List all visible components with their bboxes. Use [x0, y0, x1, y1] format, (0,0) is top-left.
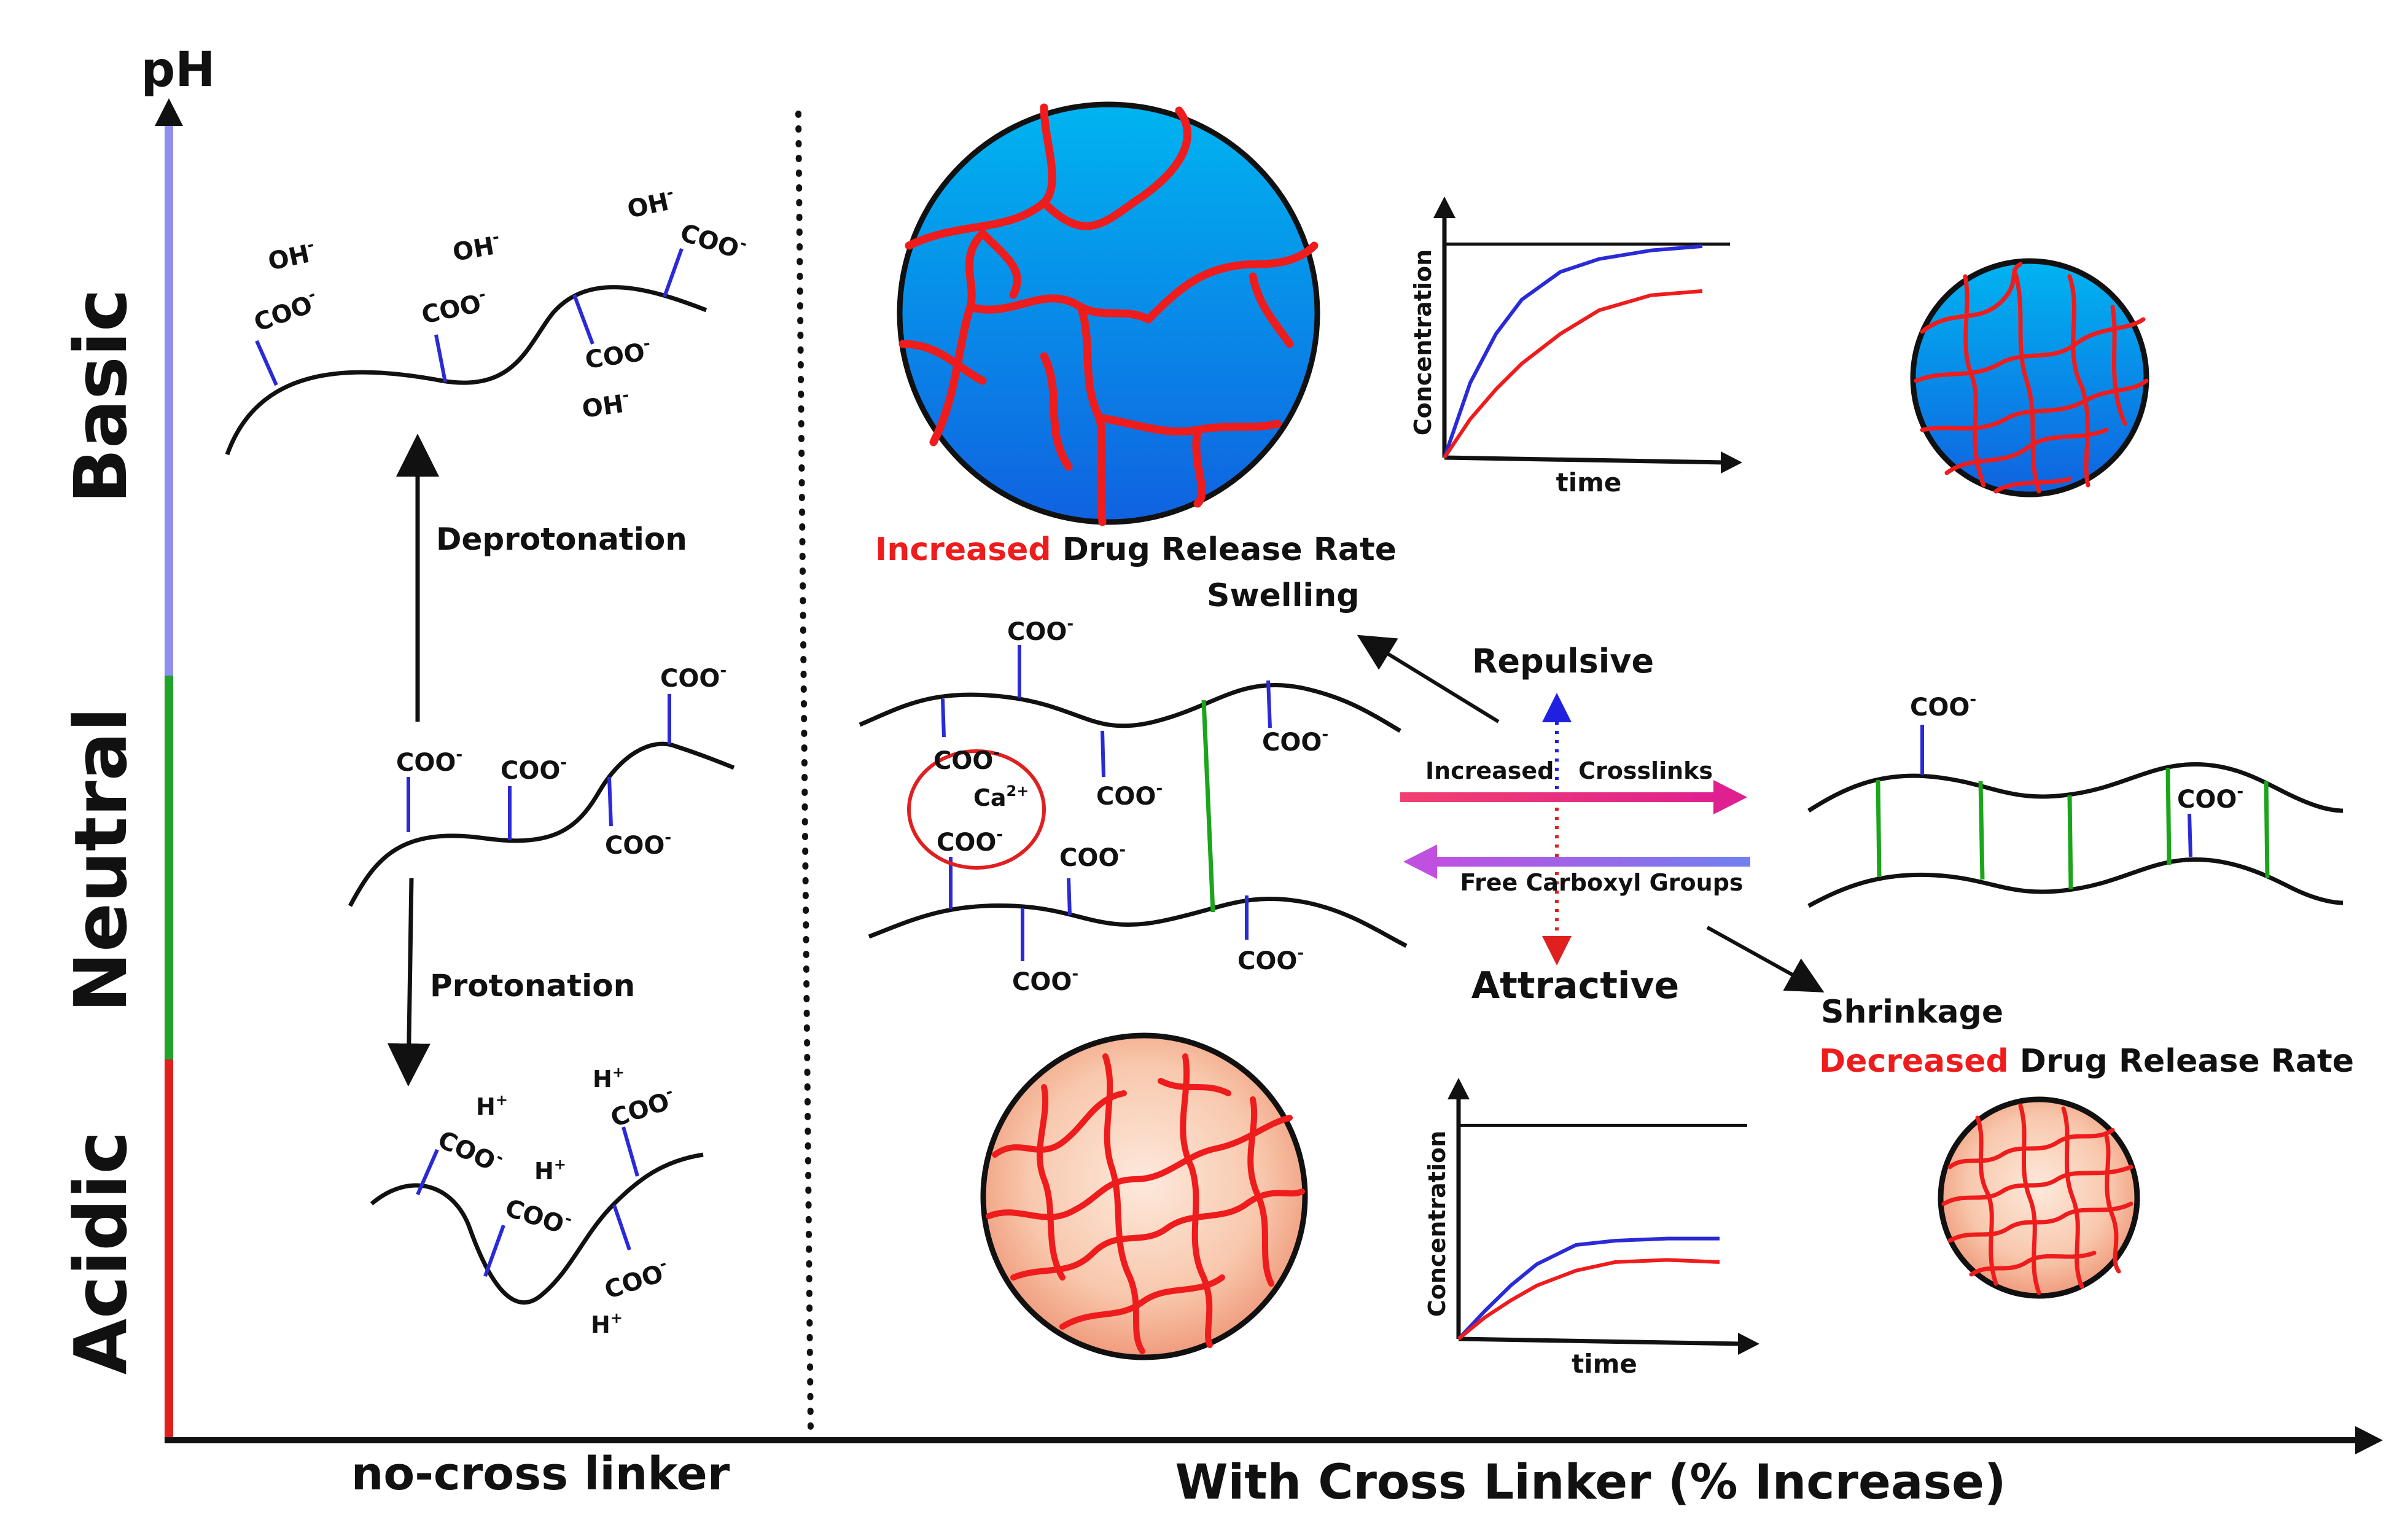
free-carboxyl-arrow-shaft	[1431, 857, 1750, 867]
coo-label: COO-	[1910, 690, 1976, 722]
x-label-no-cross-linker: no-cross linker	[351, 1448, 730, 1500]
graph-series-curve	[1457, 1236, 1720, 1341]
graph-x-axis	[1444, 455, 1724, 465]
graph-x-arrowhead	[1738, 1333, 1759, 1355]
coo-label: COO-	[434, 1123, 507, 1179]
swollen-hydrogel-large	[897, 101, 1320, 526]
graph-series-curve	[1457, 1258, 1720, 1341]
coo-label: COO-	[933, 744, 1000, 775]
swelling-label: Swelling	[1207, 577, 1359, 614]
crosslinked-chains-right	[1807, 725, 2344, 908]
protonation-arrow	[387, 878, 431, 1086]
x-axis-arrowhead	[2355, 1426, 2383, 1454]
attractive-label: Attractive	[1471, 964, 1680, 1007]
coo-label: COO-	[677, 216, 750, 266]
shrinkage-arrow	[1706, 926, 1825, 993]
basic-chain-labels: COO- OH- COO- OH- COO- OH- OH- COO-	[249, 184, 750, 424]
coo-label: COO-	[660, 661, 727, 693]
coo-label: COO-	[606, 1083, 679, 1133]
decreased-keyword: Decreased	[1819, 1043, 2009, 1080]
basic-polymer-chain	[225, 248, 707, 456]
x-axis: no-cross linker With Cross Linker (% Inc…	[165, 1426, 2383, 1510]
ph-axis-arrowhead	[155, 98, 183, 126]
increased-crosslinks-arrow-shaft	[1400, 792, 1720, 802]
oh-label: OH-	[580, 386, 632, 424]
deprotonation-label: Deprotonation	[436, 521, 687, 557]
ph-label: pH	[141, 42, 215, 98]
ph-axis: pH	[141, 42, 216, 1440]
oh-label: OH-	[265, 236, 318, 276]
increased-crosslinks-arrowhead	[1713, 780, 1747, 814]
shrunk-hydrogel-large	[980, 1032, 1308, 1360]
swollen-hydrogel-small	[1910, 258, 2149, 497]
crosslinked-chains-left	[859, 645, 1408, 961]
graph-y-arrowhead	[1433, 197, 1455, 218]
graph-series-curve	[1443, 244, 1703, 458]
region-label-basic: Basic	[58, 289, 143, 504]
free-carboxyl-arrowhead	[1403, 844, 1437, 879]
graph-x-axis	[1458, 1336, 1742, 1346]
coo-label: COO-	[501, 754, 567, 785]
acidic-polymer-chain	[370, 1126, 704, 1305]
section-divider	[795, 111, 814, 1434]
acidic-chain-labels: H+ COO- H+ COO- H+ COO- COO- H+	[434, 1064, 679, 1338]
coo-label: COO-	[2177, 782, 2243, 814]
crosslinked-chains-left-labels: COO- COO- COO- COO- Ca2+ COO- COO- COO- …	[933, 615, 1328, 996]
region-label-neutral: Neutral	[58, 707, 143, 1012]
oh-label: OH-	[450, 228, 503, 267]
coo-label: COO-	[605, 829, 671, 860]
center-arrows	[1400, 693, 1750, 965]
neutral-chain-labels: COO- COO- COO- COO-	[396, 661, 727, 860]
h-plus-label: H+	[591, 1309, 623, 1338]
coo-label: COO-	[937, 825, 1003, 857]
release-graph-shrunk: Concentration time	[1424, 1078, 1759, 1379]
calcium-ion-label: Ca2+	[973, 782, 1029, 811]
increased-release-label: Increased Drug Release Rate	[875, 531, 1397, 568]
coo-label: COO-	[502, 1191, 575, 1241]
coo-label: COO-	[1237, 944, 1304, 975]
x-label-with-cross-linker: With Cross Linker (% Increase)	[1175, 1455, 2006, 1510]
swelling-arrow	[1357, 634, 1500, 723]
oh-label: OH-	[624, 184, 677, 224]
h-plus-label: H+	[534, 1156, 566, 1185]
shrunk-hydrogel-small	[1938, 1096, 2140, 1299]
graph-y-label: Concentration	[1409, 249, 1436, 435]
graph-y-label: Concentration	[1424, 1131, 1451, 1317]
neutral-polymer-chain	[348, 694, 735, 907]
coo-label: COO-	[583, 334, 653, 375]
coo-label: COO-	[600, 1255, 673, 1305]
coo-label: COO-	[1059, 841, 1126, 872]
release-graph-swollen: Concentration time	[1409, 197, 1742, 497]
decreased-release-label: Decreased Drug Release Rate	[1819, 1043, 2354, 1080]
increased-keyword: Increased	[875, 531, 1051, 568]
graph-y-arrowhead	[1448, 1078, 1470, 1099]
h-plus-label: H+	[593, 1064, 625, 1093]
coo-label: COO-	[1007, 615, 1073, 646]
coo-label: COO-	[418, 285, 489, 329]
graph-x-label: time	[1556, 467, 1622, 497]
increased-crosslinks-label: Increased Crosslinks	[1425, 757, 1713, 784]
coo-label: COO-	[396, 746, 462, 777]
graph-series-curve	[1443, 289, 1703, 459]
shrinkage-label: Shrinkage	[1821, 994, 2003, 1031]
coo-label: COO-	[1096, 779, 1163, 811]
protonation-label: Protonation	[430, 968, 635, 1004]
coo-label: COO-	[249, 285, 322, 337]
crosslinked-chains-right-labels: COO- COO-	[1910, 690, 2243, 814]
repulsive-label: Repulsive	[1472, 642, 1654, 681]
ph-region-labels: Basic Neutral Acidic	[58, 289, 143, 1375]
coo-label: COO-	[1262, 725, 1328, 757]
graph-x-arrowhead	[1721, 451, 1742, 474]
coo-label: COO-	[1012, 965, 1078, 996]
h-plus-label: H+	[476, 1091, 508, 1120]
free-carboxyl-label: Free Carboxyl Groups	[1460, 869, 1743, 896]
region-label-acidic: Acidic	[58, 1131, 143, 1375]
graph-x-label: time	[1572, 1349, 1637, 1379]
